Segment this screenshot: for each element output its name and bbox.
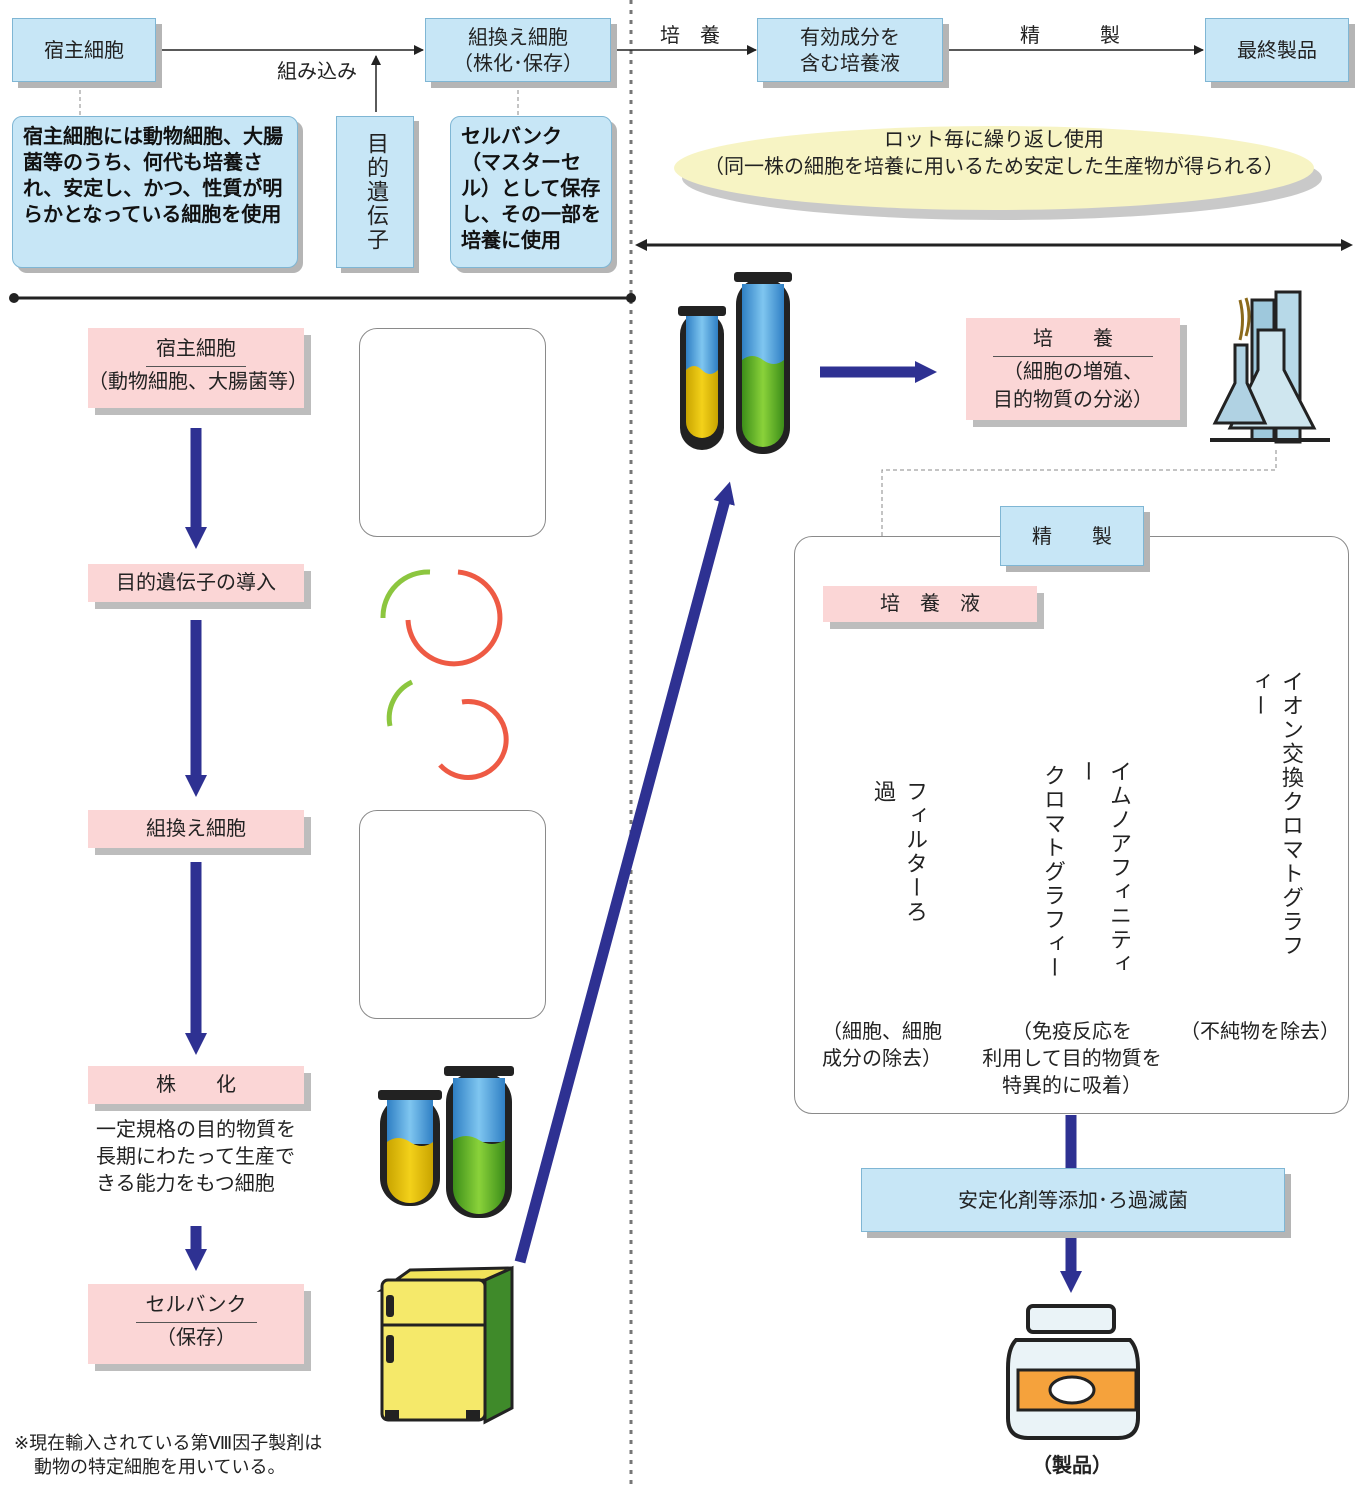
host-cell-panel — [359, 328, 546, 537]
host-cell-step-title: 宿主細胞 — [146, 334, 246, 367]
product-label: （製品） — [1032, 1453, 1112, 1477]
arrow-cellbank-to-culture — [514, 481, 735, 1264]
test-tubes-cloning — [378, 1066, 514, 1218]
host-cell-step: 宿主細胞 （動物細胞、大腸菌等） — [88, 328, 308, 408]
lot-ellipse — [674, 126, 1314, 210]
col1-note-line1: （細胞、細胞 — [822, 1019, 942, 1043]
cellbank-step: セルバンク （保存） — [88, 1284, 304, 1364]
stabilize-box: 安定化剤等添加･ろ過滅菌 — [861, 1168, 1285, 1232]
purify-title-box: 精 製 — [1000, 506, 1144, 566]
culture-step-sub1: （細胞の増殖、 — [1003, 359, 1143, 383]
cloning-label: 株 化 — [156, 1072, 236, 1096]
gene-intro-step: 目的遺伝子の導入 — [88, 564, 304, 602]
gene-intro-label: 目的遺伝子の導入 — [116, 570, 276, 594]
column-ion-label: イオン交換クロマトグラフィー — [1246, 670, 1303, 958]
refrigerator-icon — [376, 1265, 514, 1425]
stabilize-label: 安定化剤等添加･ろ過滅菌 — [958, 1188, 1188, 1212]
footnote-line1: ※現在輸入されている第Ⅷ因子製剤は — [14, 1433, 323, 1454]
recombinant-cell-box: 組換え細胞 （株化･保存） — [425, 18, 611, 82]
target-gene-label: 目的遺伝子 — [363, 132, 388, 252]
col2-note-line2: 利用して目的物質を — [982, 1046, 1162, 1070]
host-cell-step-sub: （動物細胞、大腸菌等） — [88, 369, 308, 393]
test-tubes-culture — [678, 272, 792, 454]
column-immuno-label-a: イムノアフィニティー — [1074, 760, 1131, 976]
cloning-description: 一定規格の目的物質を長期にわたって生産できる能力をもつ細胞 — [96, 1117, 296, 1195]
culture-step-sub2: 目的物質の分泌） — [993, 387, 1153, 411]
col3-note: （不純物を除去） — [1180, 1019, 1340, 1043]
col2-note-line3: 特異的に吸着） — [1002, 1073, 1142, 1097]
purification-panel — [794, 536, 1349, 1114]
effective-medium-box: 有効成分を 含む培養液 — [757, 18, 943, 82]
column-immuno-label-b: クロマトグラフィー — [1040, 764, 1065, 980]
footnote-line2: 動物の特定細胞を用いている。 — [34, 1457, 286, 1478]
effective-line1: 有効成分を — [800, 25, 900, 49]
integration-label: 組み込み — [277, 59, 357, 83]
purify-title: 精 製 — [1032, 524, 1112, 548]
host-cell-label: 宿主細胞 — [44, 38, 124, 62]
recombinant-line1: 組換え細胞 — [468, 25, 568, 49]
culture-step-title: 培 養 — [993, 324, 1153, 357]
lot-note-line1: ロット毎に繰り返し使用 — [884, 127, 1104, 151]
recombinant-line2: （株化･保存） — [453, 51, 583, 75]
final-product-label: 最終製品 — [1237, 38, 1317, 62]
final-product-box: 最終製品 — [1205, 18, 1349, 82]
purify-arrow-label: 精 製 — [1020, 23, 1120, 47]
col1-note-line2: 成分の除去） — [822, 1046, 942, 1070]
cellbank-step-title: セルバンク — [135, 1290, 257, 1323]
host-cell-box: 宿主細胞 — [12, 18, 156, 82]
cellbank-step-sub: （保存） — [156, 1325, 236, 1349]
col2-note-line1: （免疫反応を — [1012, 1019, 1132, 1043]
recombinant-label: 組換え細胞 — [146, 816, 246, 840]
host-cell-note: 宿主細胞には動物細胞、大腸菌等のうち、何代も培養され、安定し、かつ、性質が明らか… — [12, 116, 298, 268]
recombinant-panel — [359, 810, 546, 1019]
culture-arrow-label: 培 養 — [660, 23, 720, 47]
medium-step: 培 養 液 — [823, 586, 1037, 622]
culture-step: 培 養 （細胞の増殖、 目的物質の分泌） — [966, 318, 1180, 420]
effective-line2: 含む培養液 — [800, 51, 900, 75]
medium-label: 培 養 液 — [880, 591, 980, 615]
cloning-step: 株 化 — [88, 1066, 304, 1104]
bottle-icon — [1006, 1304, 1140, 1440]
recombinant-step: 組換え細胞 — [88, 810, 304, 848]
cellbank-note: セルバンク（マスターセル）として保存し、その一部を培養に使用 — [450, 116, 612, 268]
target-gene-box: 目的遺伝子 — [336, 116, 414, 268]
column-filter-label: フィルターろ過 — [870, 780, 927, 924]
flask-icon — [1210, 290, 1330, 444]
lot-note-line2: （同一株の細胞を培養に用いるため安定した生産物が得られる） — [704, 154, 1284, 178]
